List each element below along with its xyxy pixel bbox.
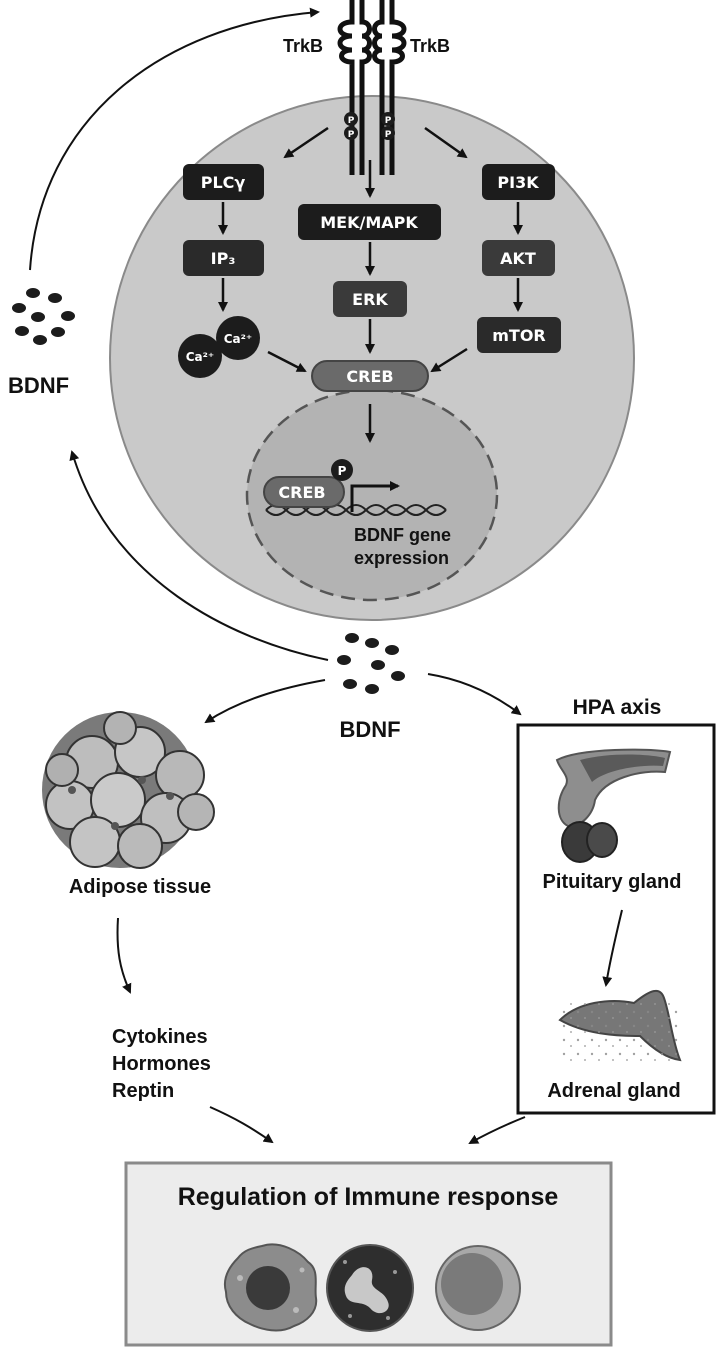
akt-label: AKT <box>500 249 536 268</box>
adipose-label: Adipose tissue <box>69 876 211 898</box>
lymphocyte-cell <box>435 1245 521 1331</box>
phospho-label: P <box>385 130 392 140</box>
arrow-mtor-creb <box>430 347 468 373</box>
hpa-title: HPA axis <box>573 696 662 719</box>
arrow-to-plc <box>283 126 329 159</box>
feedback-arrow-top <box>29 7 320 271</box>
arrow-pituitary-adrenal <box>602 909 623 987</box>
erk-node <box>333 281 407 317</box>
arrow-to-pi3k <box>424 126 468 159</box>
macrophage-cell <box>224 1243 318 1332</box>
mtor-label: mTOR <box>492 326 546 345</box>
immune-title: Regulation of Immune response <box>178 1183 559 1211</box>
creb-node <box>311 360 429 392</box>
bdnf-cluster-top <box>12 288 75 345</box>
pituitary-label: Pituitary gland <box>543 871 682 893</box>
feedback-arrow-lower <box>69 450 329 661</box>
adrenal-label: Adrenal gland <box>547 1080 680 1102</box>
trkb-left-label: TrkB <box>283 36 323 56</box>
arrow-ca-creb <box>267 350 307 373</box>
nucleus <box>245 388 499 602</box>
adipose-output-cytokines: Cytokines <box>112 1026 208 1048</box>
bdnf-cluster-center <box>337 633 405 694</box>
bdnf-top-label: BDNF <box>8 373 69 398</box>
arrow-hpa-immune <box>468 1116 526 1144</box>
trkb-receptor <box>337 0 407 175</box>
creb-label: CREB <box>346 367 393 386</box>
adipose-output-reptin: Reptin <box>112 1080 174 1102</box>
akt-node <box>482 240 555 276</box>
calcium-label: Ca²⁺ <box>186 350 215 364</box>
cell-body <box>109 95 635 621</box>
arrow-to-hpa <box>427 673 522 716</box>
bdnf-center-label: BDNF <box>339 717 400 742</box>
calcium-ion <box>178 334 222 378</box>
adrenal-gland-illustration <box>558 989 682 1062</box>
gene-expression-line2: expression <box>354 548 449 568</box>
mek-node <box>298 204 441 240</box>
phospho-label: P <box>385 116 392 126</box>
calcium-ion <box>216 316 260 360</box>
ip3-label: IP₃ <box>211 249 236 268</box>
phospho-label: P <box>348 116 355 126</box>
plc-node <box>183 164 264 200</box>
neutrophil-cell <box>326 1244 414 1332</box>
nuclear-phospho <box>331 459 353 481</box>
nuclear-phospho-label: P <box>338 464 347 478</box>
pi3k-node <box>482 164 555 200</box>
plc-label: PLCγ <box>201 173 246 192</box>
mek-label: MEK/MAPK <box>320 213 418 232</box>
erk-label: ERK <box>352 290 388 309</box>
arrow-adipose-outputs <box>116 917 132 994</box>
arrow-to-adipose <box>204 679 326 724</box>
calcium-label: Ca²⁺ <box>224 332 253 346</box>
phospho-group-right: P P <box>381 112 395 140</box>
arrow-adipose-immune <box>209 1106 274 1144</box>
ip3-node <box>183 240 264 276</box>
phospho-group-left: P P <box>344 112 358 140</box>
nuclear-creb-label: CREB <box>278 483 325 502</box>
adipose-output-hormones: Hormones <box>112 1053 211 1075</box>
mtor-node <box>477 317 561 353</box>
nuclear-creb-node <box>263 476 345 508</box>
trkb-right-label: TrkB <box>410 36 450 56</box>
hpa-box <box>516 723 716 1115</box>
phospho-label: P <box>348 130 355 140</box>
adipose-tissue-illustration <box>42 711 215 869</box>
pituitary-gland-illustration <box>555 748 672 863</box>
gene-expression-line1: BDNF gene <box>354 525 451 545</box>
transcription-arrow <box>350 481 400 512</box>
pi3k-label: PI3K <box>497 173 539 192</box>
